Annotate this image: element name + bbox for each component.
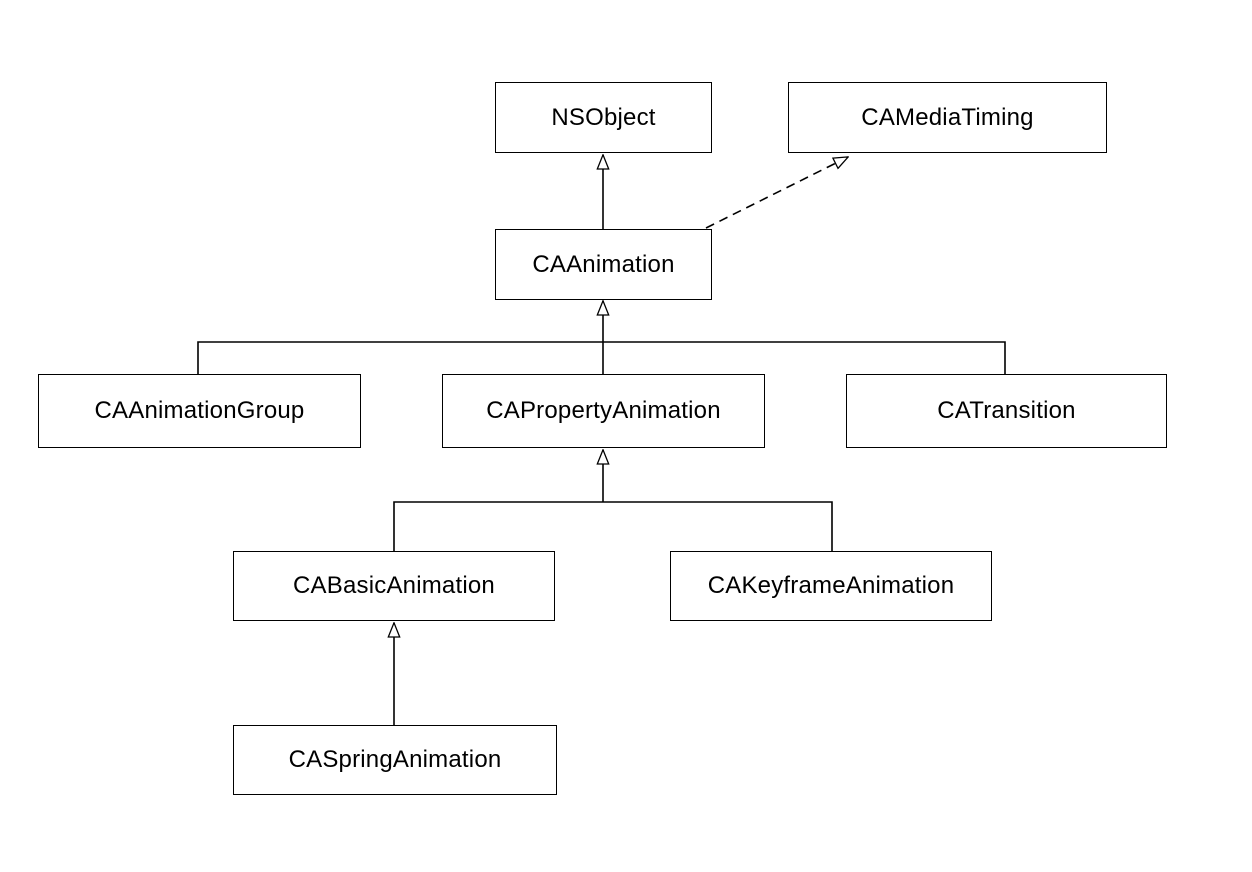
class-label-caspringanimation: CASpringAnimation [288,746,502,773]
class-label-capropertyanimation: CAPropertyAnimation [486,397,721,424]
class-label-cabasicanimation: CABasicAnimation [293,572,495,599]
class-box-cabasicanimation: CABasicAnimation [233,551,555,621]
class-box-camediatiming: CAMediaTiming [788,82,1107,153]
class-label-caanimationgroup: CAAnimationGroup [94,397,305,424]
class-label-camediatiming: CAMediaTiming [861,103,1034,131]
class-box-catransition: CATransition [846,374,1167,448]
class-box-capropertyanimation: CAPropertyAnimation [442,374,765,448]
edge-caanimation-to-camediatiming [705,157,848,229]
class-box-caanimationgroup: CAAnimationGroup [38,374,361,448]
class-box-caanimation: CAAnimation [495,229,712,300]
class-label-nsobject: NSObject [551,103,656,131]
class-label-cakeyframeanimation: CAKeyframeAnimation [707,572,955,599]
class-box-cakeyframeanimation: CAKeyframeAnimation [670,551,992,621]
class-label-caanimation: CAAnimation [532,250,675,278]
edge-bus-capropertyanimation-children [393,501,833,551]
class-box-nsobject: NSObject [495,82,712,153]
class-box-caspringanimation: CASpringAnimation [233,725,557,795]
class-label-catransition: CATransition [937,397,1076,424]
edge-bus-caanimation-children [197,341,1006,374]
